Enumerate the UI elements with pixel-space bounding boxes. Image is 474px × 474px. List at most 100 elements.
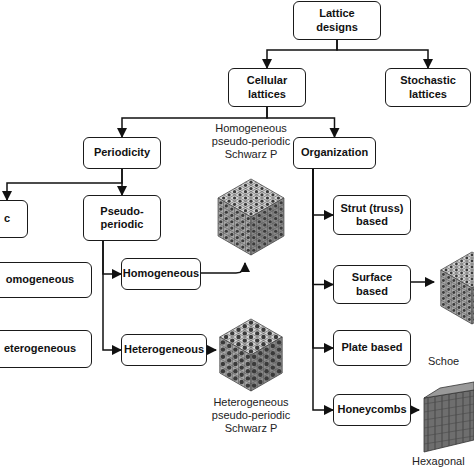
- cell-hole: [246, 369, 250, 373]
- cell-hole: [236, 223, 239, 226]
- cell-hole: [452, 297, 455, 300]
- cell-hole: [244, 184, 247, 187]
- cell-hole: [468, 300, 471, 303]
- cell-hole: [252, 355, 256, 359]
- cell-hole: [264, 355, 268, 359]
- cell-hole: [252, 376, 256, 380]
- cell-hole: [221, 347, 225, 351]
- cell-line: [251, 359, 282, 377]
- cell-hole: [230, 233, 233, 236]
- cell-line: [472, 300, 474, 318]
- cell-hole: [463, 291, 466, 294]
- cell-hole: [468, 312, 471, 315]
- cell-hole: [465, 269, 468, 272]
- cell-hole: [455, 263, 458, 266]
- cell-hole: [241, 239, 244, 242]
- cell-hole: [442, 279, 445, 282]
- connector-arrow: [103, 241, 121, 350]
- cell-hole: [458, 288, 461, 291]
- cell-hole: [252, 217, 255, 220]
- cell-hole: [230, 214, 233, 217]
- cell-hole: [471, 284, 474, 287]
- cell-line: [251, 230, 284, 249]
- cell-hole: [255, 331, 259, 335]
- cell-hole: [277, 369, 281, 373]
- cell-hole: [458, 306, 461, 309]
- cell-hole: [225, 204, 228, 207]
- cell-hole: [230, 226, 233, 229]
- cell-line: [441, 300, 472, 318]
- cell-hole: [249, 328, 253, 332]
- cell-hole: [249, 349, 253, 353]
- cell-hole: [246, 376, 250, 380]
- box-label: Heterogeneous: [124, 343, 204, 356]
- cell-hole: [249, 206, 252, 209]
- connector-arrow: [103, 241, 121, 274]
- cell-hole: [465, 281, 468, 284]
- cell-hole: [266, 196, 269, 199]
- cell-hole: [219, 201, 222, 204]
- cell-hole: [258, 245, 261, 248]
- cell-hole: [473, 306, 474, 309]
- cell-line: [229, 204, 230, 242]
- cell-hole: [263, 242, 266, 245]
- cell-hole: [274, 236, 277, 239]
- cell-hole: [263, 217, 266, 220]
- cube-face: [218, 198, 251, 255]
- cell-hole: [269, 226, 272, 229]
- cell-hole: [249, 187, 252, 190]
- cell-hole: [263, 236, 266, 239]
- cell-line: [246, 182, 279, 201]
- cell-hole: [458, 312, 461, 315]
- connector-arrow: [313, 169, 333, 215]
- process-box: c: [0, 200, 28, 238]
- box-label: Plate based: [341, 341, 402, 354]
- cell-hole: [465, 257, 468, 260]
- pointer-arrow: [411, 409, 419, 411]
- cell-line: [226, 323, 257, 341]
- cell-hole: [258, 239, 261, 242]
- cell-hole: [473, 312, 474, 315]
- cell-hole: [468, 306, 471, 309]
- cell-hole: [264, 376, 268, 380]
- cell-hole: [274, 230, 277, 233]
- cell-hole: [227, 200, 230, 203]
- cell-hole: [447, 306, 450, 309]
- cell-hole: [255, 209, 258, 212]
- cell-hole: [255, 196, 258, 199]
- cell-hole: [230, 207, 233, 210]
- cell-line: [223, 201, 224, 239]
- cell-hole: [465, 263, 468, 266]
- cell-hole: [241, 233, 244, 236]
- cell-line: [220, 366, 251, 384]
- cell-line: [472, 282, 474, 300]
- cell-line: [226, 341, 227, 377]
- cell-hole: [269, 207, 272, 210]
- cell-hole: [452, 309, 455, 312]
- cell-hole: [280, 226, 283, 229]
- cell-hole: [243, 331, 247, 335]
- cell-hole: [468, 288, 471, 291]
- cell-hole: [452, 303, 455, 306]
- cell-hole: [277, 340, 281, 344]
- cell-hole: [230, 239, 233, 242]
- cell-hole: [227, 373, 231, 377]
- cell-hole: [260, 206, 263, 209]
- cell-hole: [271, 365, 275, 369]
- cell-line: [220, 359, 251, 377]
- cell-hole: [238, 193, 241, 196]
- cell-hole: [274, 335, 278, 339]
- cell-hole: [247, 236, 250, 239]
- cell-hole: [236, 217, 239, 220]
- cell-hole: [268, 338, 272, 342]
- cell-hole: [269, 239, 272, 242]
- process-box: Surface based: [333, 265, 411, 304]
- cell-hole: [463, 303, 466, 306]
- cell-hole: [255, 190, 258, 193]
- cell-hole: [471, 272, 474, 275]
- cell-hole: [261, 342, 265, 346]
- cell-hole: [236, 242, 239, 245]
- cell-line: [218, 230, 251, 249]
- cell-hole: [271, 373, 275, 377]
- connector-arrow: [267, 40, 337, 68]
